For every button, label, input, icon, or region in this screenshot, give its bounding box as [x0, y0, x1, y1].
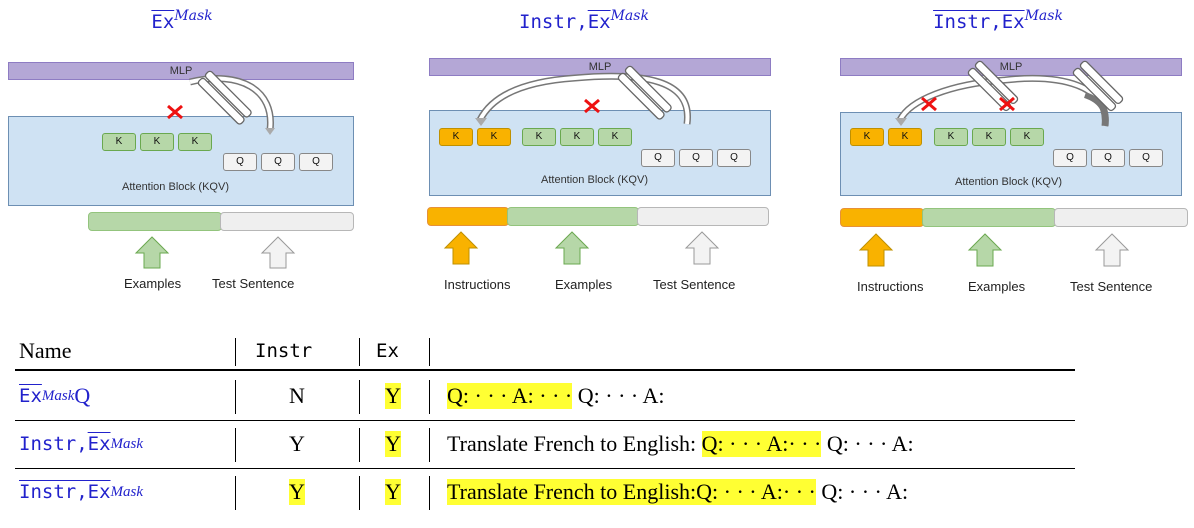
- test-sentence-up-arrow-icon: [684, 231, 720, 265]
- column-separator: [359, 380, 360, 414]
- test-sentence-label: Test Sentence: [1070, 279, 1153, 294]
- attention-label: Attention Block (KQV): [541, 174, 648, 186]
- attention-block: Attention Block (KQV): [429, 110, 771, 196]
- pruning-shear-icon: [1072, 60, 1124, 112]
- row-prompt: Translate French to English: Q: · · · A:…: [447, 431, 914, 457]
- panel-title: Instr,ExMask: [933, 8, 1063, 33]
- examples-label: Examples: [124, 276, 182, 291]
- header-ex: Ex: [376, 340, 399, 362]
- key-token: K: [1010, 128, 1044, 146]
- row-instr: N: [289, 383, 305, 408]
- instructions-up-arrow-icon: [858, 233, 894, 267]
- instructions-label: Instructions: [444, 277, 511, 292]
- instruction-key-token: K: [439, 128, 473, 146]
- panel-instr-ex-mask: Instr,ExMask MLP Attention Block (KQV) K…: [395, 0, 785, 310]
- column-separator: [359, 338, 360, 366]
- row-instr: Y: [289, 479, 305, 505]
- panel-instr-ex-both-mask: Instr,ExMask MLP Attention Block (KQV) K…: [800, 0, 1190, 310]
- column-separator: [235, 380, 236, 414]
- test-sentence-bar: [220, 212, 354, 231]
- examples-up-arrow-icon: [134, 236, 170, 269]
- column-separator: [235, 338, 236, 366]
- key-token: K: [972, 128, 1006, 146]
- examples-up-arrow-icon: [967, 233, 1003, 267]
- query-token: Q: [717, 149, 751, 167]
- column-separator: [235, 428, 236, 462]
- pruning-shear-icon: [617, 65, 672, 120]
- test-sentence-label: Test Sentence: [212, 276, 295, 291]
- attention-label: Attention Block (KQV): [122, 181, 229, 193]
- row-prompt: Translate French to English: Q: · · · A:…: [447, 479, 909, 505]
- test-sentence-bar: [637, 207, 769, 226]
- test-sentence-up-arrow-icon: [1094, 233, 1130, 267]
- instruction-key-token: K: [850, 128, 884, 146]
- row-rule: [15, 468, 1075, 469]
- instructions-label: Instructions: [857, 279, 924, 294]
- row-ex: Y: [385, 431, 401, 457]
- attention-flow-graphic: [858, 60, 1130, 267]
- attention-flow-graphic: [443, 65, 720, 265]
- cut-mark-icon: [584, 98, 600, 114]
- query-token: Q: [679, 149, 713, 167]
- query-token: Q: [223, 153, 257, 171]
- row-rule: [15, 420, 1075, 421]
- column-separator: [429, 428, 430, 462]
- pruning-shear-icon: [197, 70, 252, 125]
- instruction-key-token: K: [477, 128, 511, 146]
- key-token: K: [598, 128, 632, 146]
- panel-title: ExMask: [151, 8, 213, 33]
- column-separator: [235, 476, 236, 510]
- instruction-key-token: K: [888, 128, 922, 146]
- row-ex: Y: [385, 479, 401, 505]
- table-header-row: Name Instr Ex: [15, 334, 1075, 368]
- query-token: Q: [261, 153, 295, 171]
- query-token: Q: [1129, 149, 1163, 167]
- column-separator: [429, 338, 430, 366]
- attention-label: Attention Block (KQV): [955, 176, 1062, 188]
- instructions-up-arrow-icon: [443, 231, 479, 265]
- column-separator: [359, 428, 360, 462]
- column-separator: [429, 380, 430, 414]
- attention-block: Attention Block (KQV): [840, 112, 1182, 196]
- key-token: K: [178, 133, 212, 151]
- key-token: K: [102, 133, 136, 151]
- test-sentence-label: Test Sentence: [653, 277, 736, 292]
- cut-mark-icon: [999, 96, 1015, 112]
- query-token: Q: [641, 149, 675, 167]
- cut-mark-icon: [167, 104, 183, 120]
- key-token: K: [560, 128, 594, 146]
- examples-label: Examples: [555, 277, 613, 292]
- pruning-shear-icon: [967, 60, 1019, 112]
- row-ex: Y: [385, 383, 401, 409]
- attention-flow-graphic: [134, 70, 296, 269]
- column-separator: [359, 476, 360, 510]
- cut-mark-icon: [921, 96, 937, 112]
- test-sentence-up-arrow-icon: [260, 236, 296, 269]
- header-instr: Instr: [255, 340, 313, 362]
- key-token: K: [140, 133, 174, 151]
- header-rule: [15, 369, 1075, 371]
- row-instr: Y: [289, 431, 305, 456]
- query-token: Q: [299, 153, 333, 171]
- query-token: Q: [1091, 149, 1125, 167]
- key-token: K: [934, 128, 968, 146]
- examples-label: Examples: [968, 279, 1026, 294]
- mlp-bar: MLP: [8, 62, 354, 80]
- panel-title: Instr,ExMask: [519, 8, 649, 33]
- row-prompt: Q: · · · A: · · · Q: · · · A:: [447, 383, 665, 409]
- column-separator: [429, 476, 430, 510]
- examples-up-arrow-icon: [554, 231, 590, 265]
- query-token: Q: [1053, 149, 1087, 167]
- key-token: K: [522, 128, 556, 146]
- panel-ex-mask: ExMask MLP Attention Block (KQV) K K K Q…: [0, 0, 390, 310]
- test-sentence-bar: [1054, 208, 1188, 227]
- header-name: Name: [19, 338, 72, 363]
